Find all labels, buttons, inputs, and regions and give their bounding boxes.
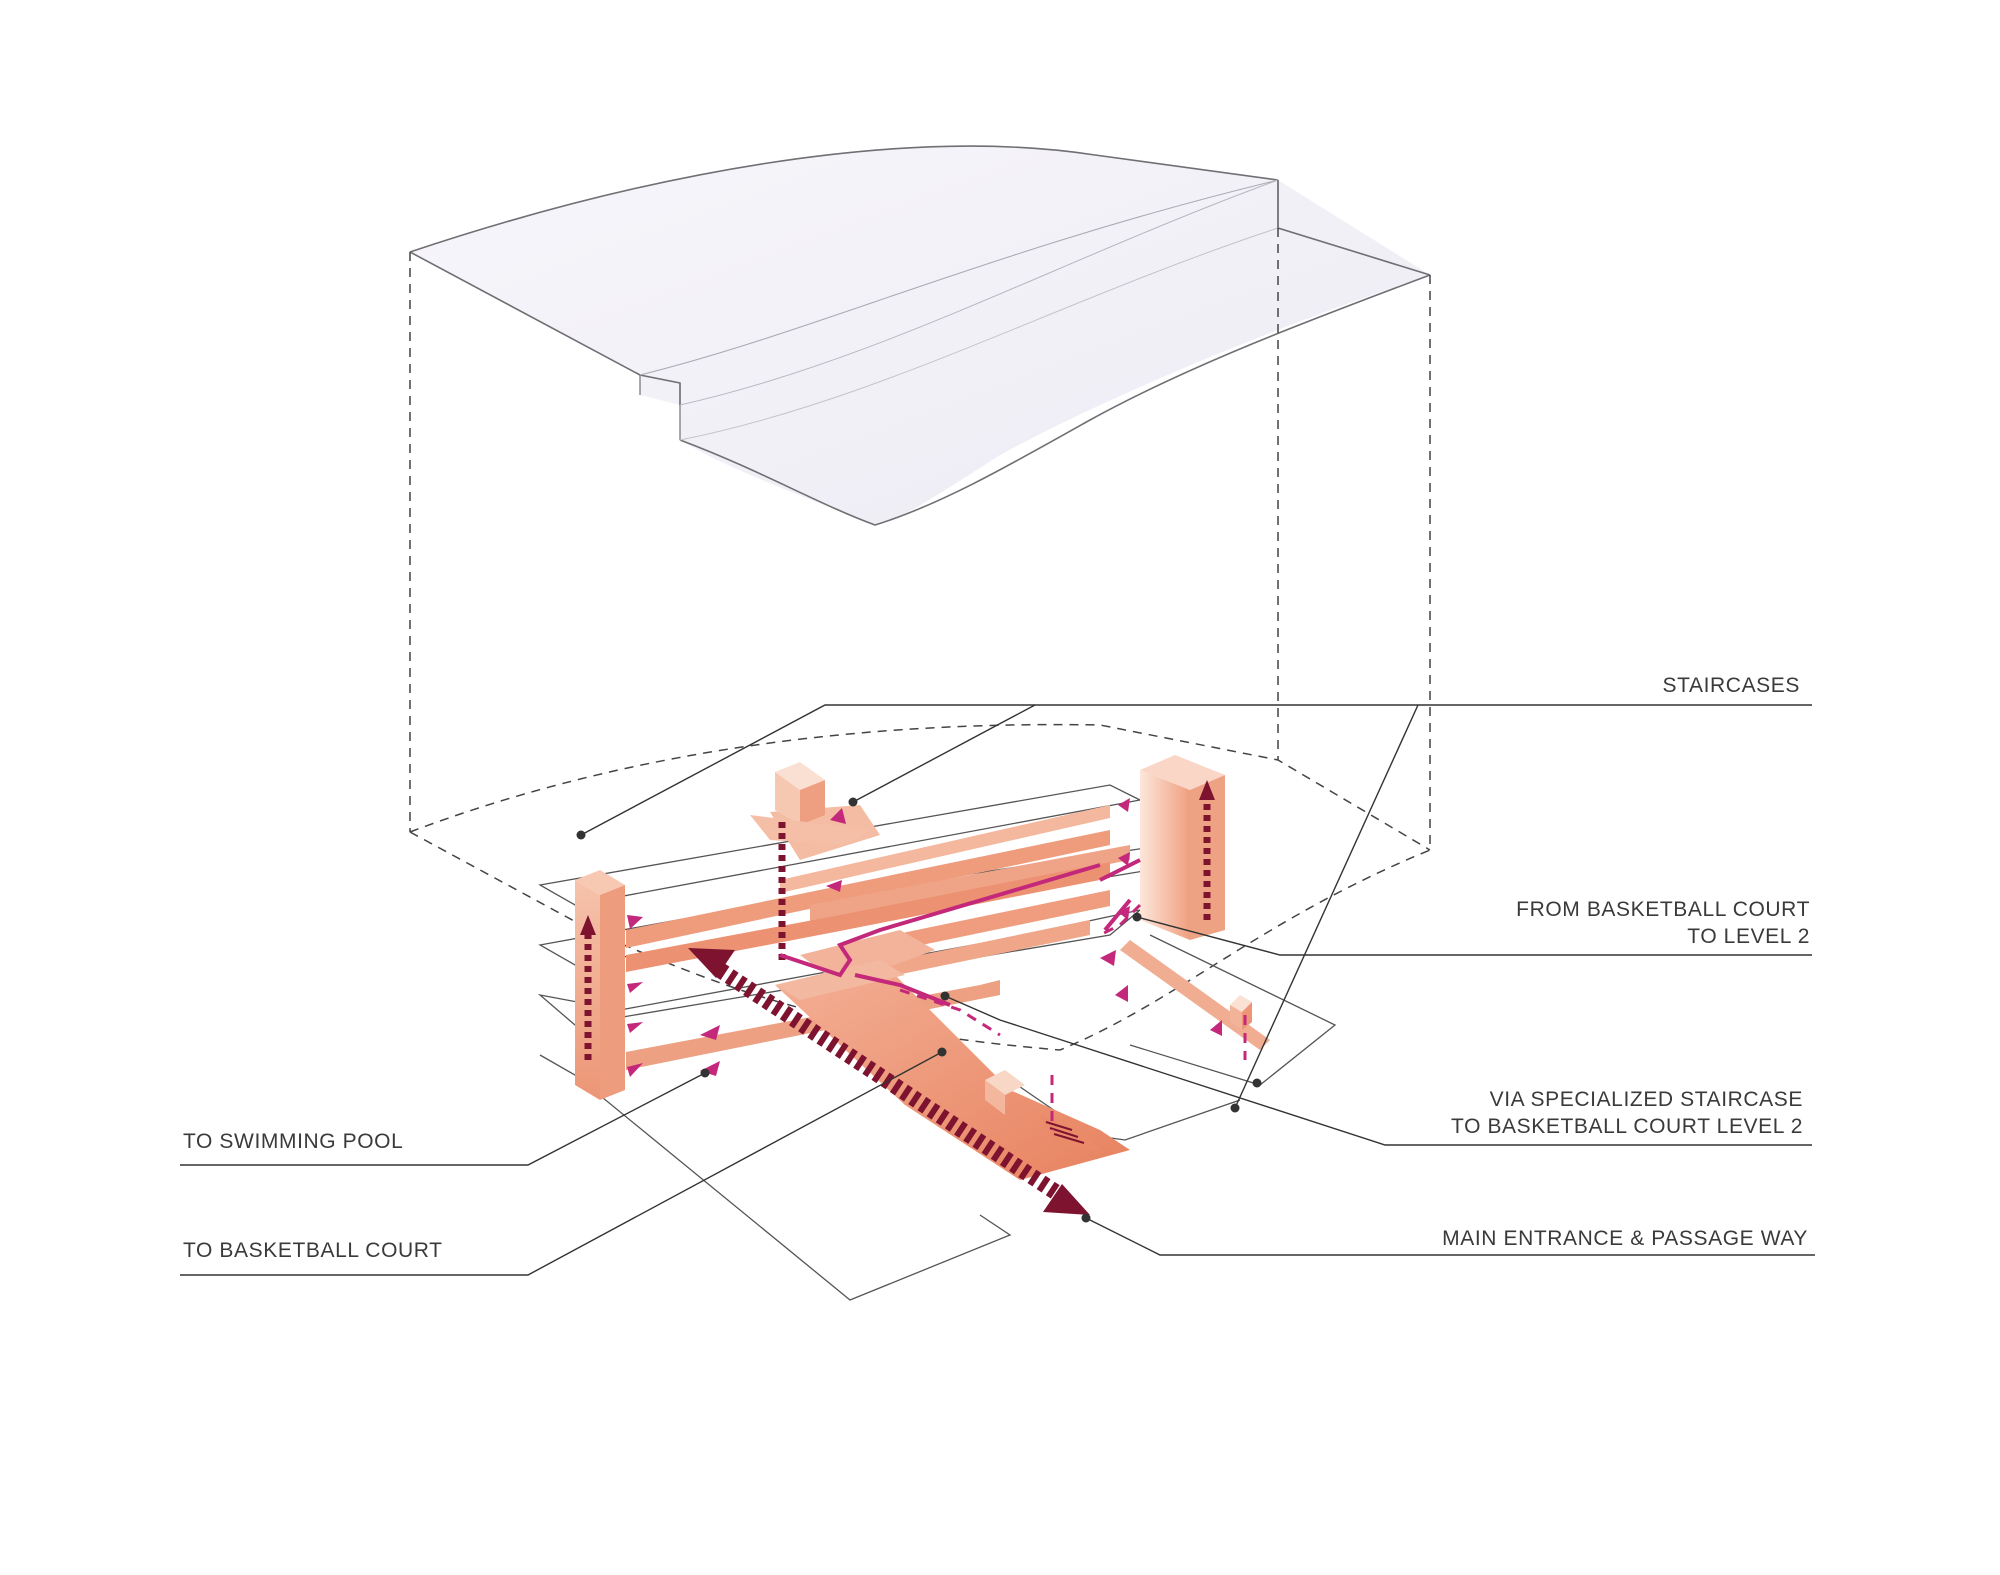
leader-lines [180, 704, 1815, 1276]
label-from-basketball-court: FROM BASKETBALL COURT TO LEVEL 2 [1516, 898, 1810, 948]
label-staircases: STAIRCASES [1662, 674, 1800, 697]
label-via-specialized-staircase: VIA SPECIALIZED STAIRCASE TO BASKETBALL … [1451, 1088, 1803, 1138]
tower-left [575, 870, 625, 1100]
label-swimming-pool: TO SWIMMING POOL [183, 1130, 404, 1153]
vertical-arrowheads [580, 780, 1215, 935]
projection-lines [409, 228, 1431, 1051]
tower-right [1140, 755, 1225, 940]
floor-plates [626, 805, 1270, 1070]
main-passage [775, 960, 1130, 1180]
label-main-entrance: MAIN ENTRANCE & PASSAGE WAY [1442, 1227, 1808, 1250]
main-entrance-arrow [688, 948, 1090, 1215]
magenta-dashed-paths [899, 903, 1247, 1130]
magenta-paths [779, 858, 1141, 1007]
stair-block [985, 1070, 1100, 1150]
leader-dots [576, 797, 1262, 1223]
annex-small-tower [1230, 995, 1252, 1030]
vertical-circulation-arrows [584, 795, 1211, 1060]
label-basketball-court: TO BASKETBALL COURT [183, 1239, 443, 1262]
roof-slab [409, 145, 1431, 526]
